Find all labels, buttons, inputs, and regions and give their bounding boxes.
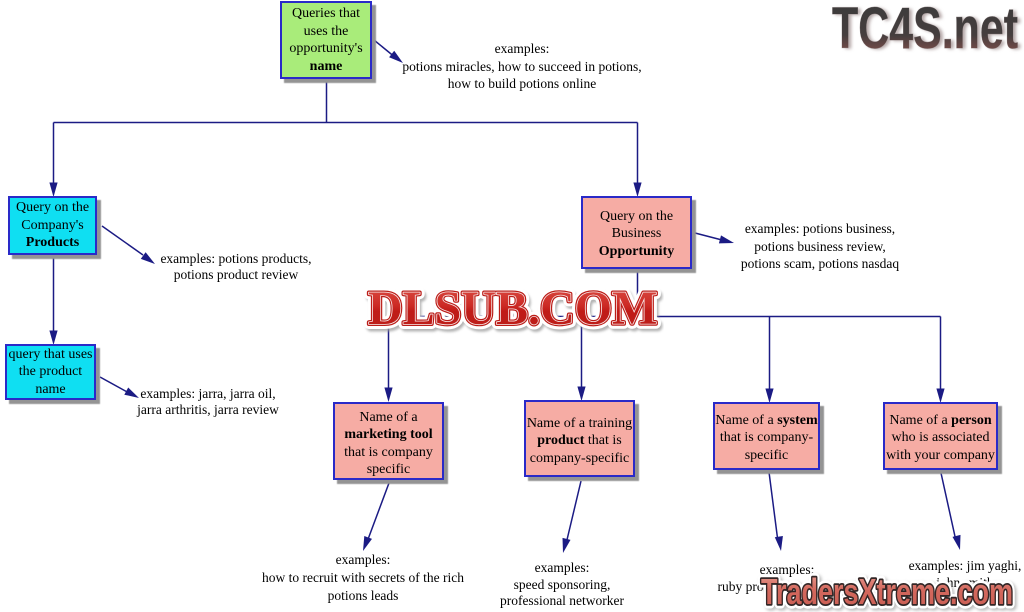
svg-text:DLSUB.COM: DLSUB.COM xyxy=(368,282,657,335)
svg-text:DLSUB.COM: DLSUB.COM xyxy=(368,282,657,335)
svg-text:TC4S.net: TC4S.net xyxy=(835,0,1021,60)
svg-text:TradersXtreme.com: TradersXtreme.com xyxy=(761,571,1013,612)
svg-text:TradersXtreme.com: TradersXtreme.com xyxy=(763,573,1015,612)
svg-text:DLSUB.COM: DLSUB.COM xyxy=(370,285,659,335)
svg-text:TradersXtreme.com: TradersXtreme.com xyxy=(761,571,1013,612)
svg-text:DLSUB.COM: DLSUB.COM xyxy=(368,282,657,335)
svg-text:TradersXtreme.com: TradersXtreme.com xyxy=(761,571,1013,612)
svg-text:DLSUB.COM: DLSUB.COM xyxy=(368,282,657,335)
svg-text:TC4S.net: TC4S.net xyxy=(832,0,1018,60)
